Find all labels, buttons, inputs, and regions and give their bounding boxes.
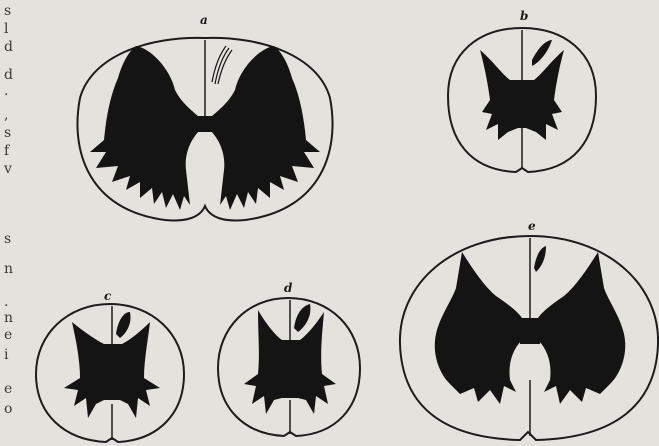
section-e: e [400, 219, 658, 440]
section-a-hatch [212, 46, 232, 84]
section-b-lesion [532, 40, 552, 66]
section-e-lesion [534, 246, 546, 272]
label-c: c [104, 289, 112, 303]
section-a-bridge [196, 116, 214, 132]
section-d-lesion [294, 304, 310, 332]
section-e-bridge [520, 318, 540, 344]
label-d: d [284, 281, 293, 295]
section-c: c [36, 289, 184, 442]
section-d: d [218, 281, 360, 436]
section-a: a [77, 13, 332, 220]
section-c-lesion [116, 312, 131, 338]
label-e: e [528, 219, 536, 233]
section-b: b [448, 9, 596, 172]
label-b: b [520, 9, 528, 23]
label-a: a [200, 13, 208, 27]
